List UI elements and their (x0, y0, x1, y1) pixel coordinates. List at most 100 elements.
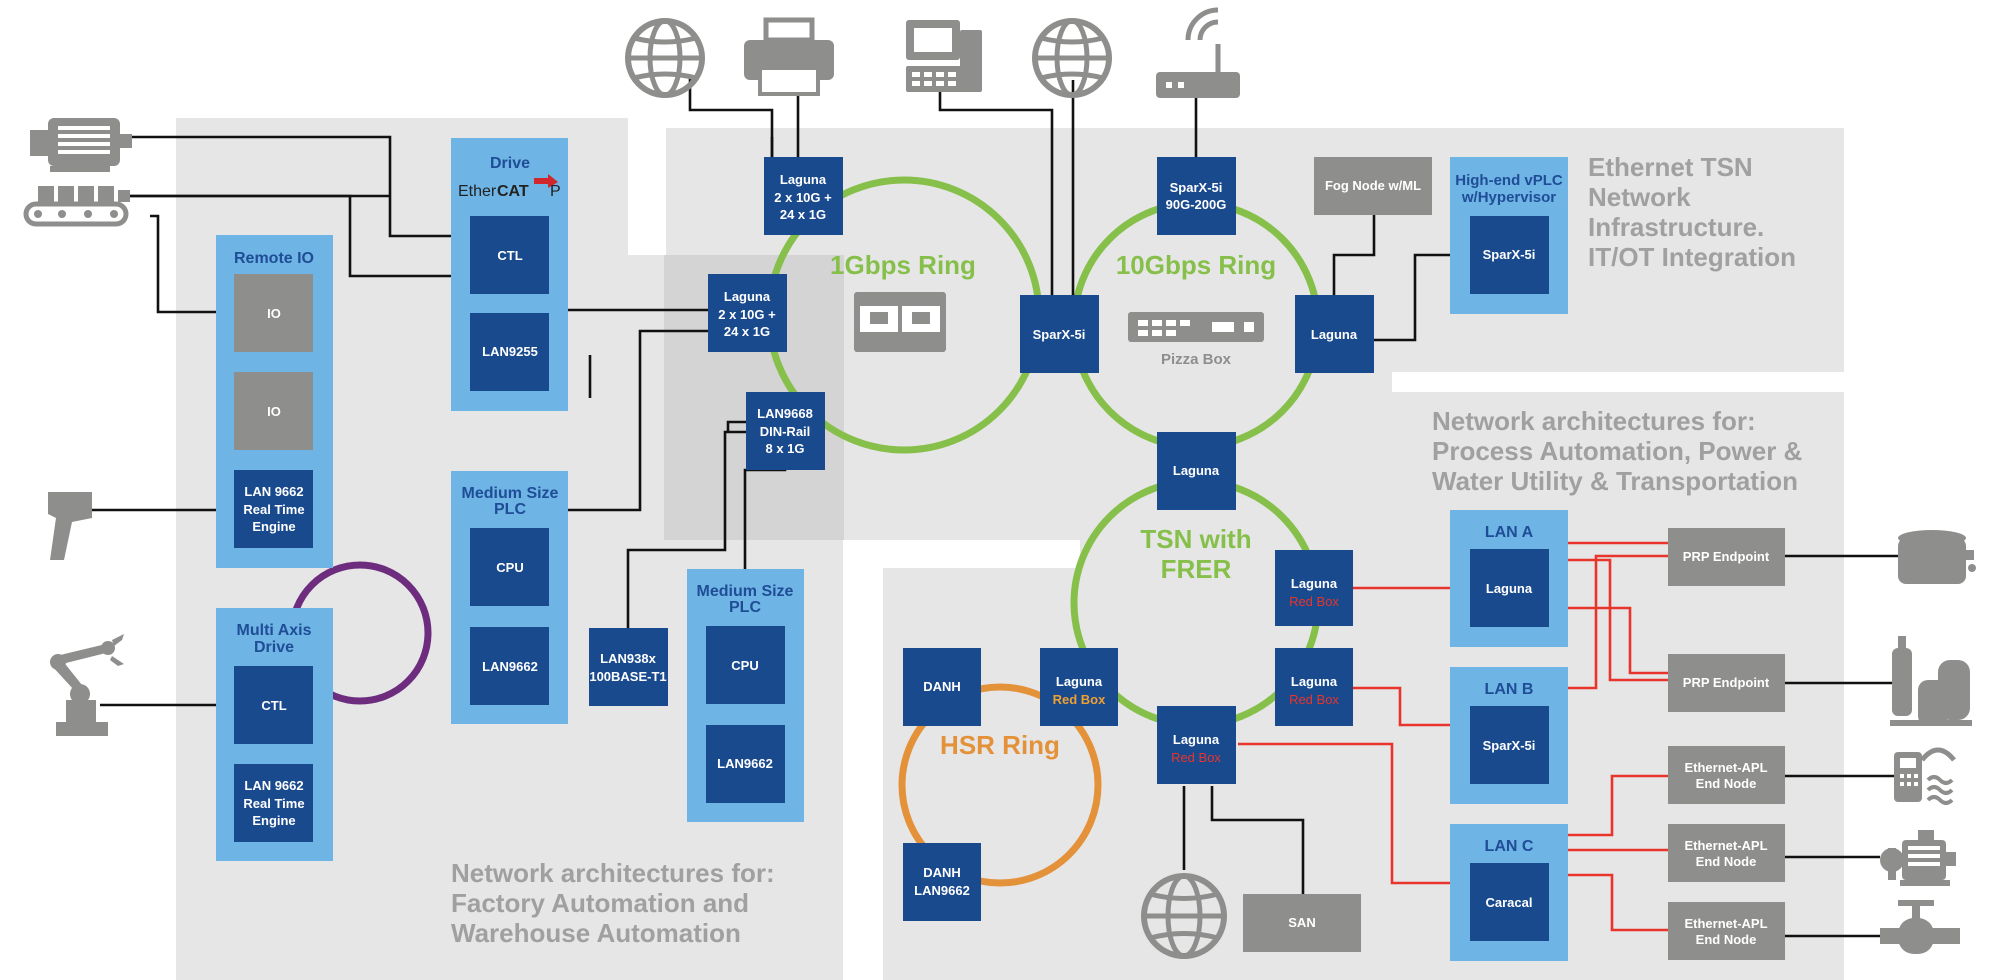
apl-end-node-2[interactable]: Ethernet-APL End Node (1668, 824, 1785, 882)
red-box-3[interactable]: Laguna Red Box (1157, 706, 1236, 784)
red-box-1[interactable]: Laguna Red Box (1275, 550, 1353, 626)
red-box-2[interactable]: Laguna Red Box (1275, 648, 1353, 726)
laguna-top-line1: Laguna (780, 172, 827, 187)
laguna-tsn-switch[interactable]: Laguna (1157, 432, 1236, 510)
plc2-title-line1: Medium Size (697, 583, 794, 600)
danh2-line2: LAN9662 (914, 883, 970, 898)
factory-title-line1: Network architectures for: (451, 858, 775, 888)
apl-end-node-1[interactable]: Ethernet-APL End Node (1668, 746, 1785, 804)
ring-hsr (898, 683, 1102, 887)
vplc-title-line2: w/Hypervisor (1461, 189, 1556, 206)
lan9668-line3: 8 x 1G (765, 441, 804, 456)
danh-node[interactable]: DANH (903, 648, 981, 726)
danh2-box (903, 843, 981, 921)
apl-end-node-3[interactable]: Ethernet-APL End Node (1668, 902, 1785, 960)
sparx-center-switch[interactable]: SparX-5i (1020, 295, 1099, 373)
laguna-tsn-label: Laguna (1173, 463, 1220, 478)
hsr-ring-label: HSR Ring (940, 730, 1060, 760)
lan-a-panel[interactable]: LAN A Laguna (1450, 510, 1568, 647)
laguna-top-box (764, 157, 843, 235)
prp2-label: PRP Endpoint (1683, 675, 1770, 690)
vplc-device[interactable]: High-end vPLC w/Hypervisor SparX-5i (1450, 157, 1568, 314)
lan-b-inner-box (1470, 706, 1549, 784)
red-box-1-line1: Laguna (1291, 576, 1338, 591)
lan9668-device[interactable]: LAN9668 DIN-Rail 8 x 1G (746, 392, 825, 470)
lan-a-inner-box (1470, 549, 1549, 627)
lan938x-device[interactable]: LAN938x 100BASE-T1 (589, 628, 668, 706)
lan-a-title: LAN A (1485, 524, 1534, 541)
laguna-mid-line1: Laguna (724, 289, 771, 304)
apl1-line1: Ethernet-APL (1684, 760, 1767, 775)
lan-c-panel[interactable]: LAN C Caracal (1450, 824, 1568, 961)
vplc-inner-box (1470, 216, 1549, 294)
mad-lan-line1: LAN 9662 (244, 778, 303, 793)
ethercat-logo-part2: CAT (497, 183, 529, 200)
laguna-mid-switch[interactable]: Laguna 2 x 10G + 24 x 1G (708, 274, 787, 352)
red-box-2-box (1275, 648, 1353, 726)
laguna-right-switch[interactable]: Laguna (1295, 295, 1374, 373)
sparx-top-switch[interactable]: SparX-5i 90G-200G (1157, 157, 1236, 235)
robot-arm-icon (50, 634, 124, 736)
mad-ctl-box (234, 666, 313, 744)
red-box-2-line1: Laguna (1291, 674, 1338, 689)
multi-axis-title-line1: Multi Axis (237, 622, 312, 639)
region-titles: Network architectures for: Factory Autom… (451, 152, 1802, 948)
lan-b-panel[interactable]: LAN B SparX-5i (1450, 667, 1568, 804)
motor-icon (30, 118, 132, 172)
printer-icon (744, 17, 834, 96)
fog-node[interactable]: Fog Node w/ML (1314, 157, 1432, 215)
sparx-top-line2: 90G-200G (1166, 197, 1227, 212)
red-box-1-box (1275, 550, 1353, 626)
red-box-2-line2: Red Box (1289, 692, 1339, 707)
laguna-mid-line3: 24 x 1G (724, 324, 770, 339)
globe-icon (1141, 873, 1227, 959)
rio-lan-line2: Real Time (243, 502, 304, 517)
multi-axis-title-line2: Drive (254, 639, 294, 656)
ethercat-logo-part1: Ether (458, 183, 497, 200)
prp1-box (1668, 528, 1785, 586)
drive-lan-box (470, 313, 549, 391)
globe-icon (1032, 18, 1112, 98)
red-box-hsr-box (1040, 648, 1118, 726)
medium-plc-2[interactable]: Medium Size PLC CPU LAN9662 (687, 569, 804, 822)
ring-1gbps-label: 1Gbps Ring (830, 250, 976, 280)
drive-device[interactable]: Drive Ether CAT P CTL LAN9255 (451, 138, 568, 411)
lan-b-inner-label: SparX-5i (1483, 738, 1536, 753)
fog-node-label: Fog Node w/ML (1325, 178, 1421, 193)
san-node[interactable]: SAN (1243, 894, 1361, 952)
rio-lan-line3: Engine (252, 519, 295, 534)
prp1-label: PRP Endpoint (1683, 549, 1770, 564)
io-label-1: IO (267, 306, 281, 321)
switch-illustration-icon (854, 292, 946, 352)
danh-lan9662-node[interactable]: DANH LAN9662 (903, 843, 981, 921)
apl2-line1: Ethernet-APL (1684, 838, 1767, 853)
factory-title-line2: Factory Automation and (451, 888, 749, 918)
plc1-lan-label: LAN9662 (482, 659, 538, 674)
prp-endpoint-2[interactable]: PRP Endpoint (1668, 654, 1785, 712)
prp-endpoint-1[interactable]: PRP Endpoint (1668, 528, 1785, 586)
process-title-line3: Water Utility & Transportation (1432, 466, 1798, 496)
red-box-3-line2: Red Box (1171, 750, 1221, 765)
globe-icon (625, 18, 705, 98)
plc1-cpu-label: CPU (496, 560, 523, 575)
red-box-hsr-line1: Laguna (1056, 674, 1103, 689)
prp2-box (1668, 654, 1785, 712)
apl3-line1: Ethernet-APL (1684, 916, 1767, 931)
lan-a-inner-label: Laguna (1486, 581, 1533, 596)
drive-lan-label: LAN9255 (482, 344, 538, 359)
red-box-hsr[interactable]: Laguna Red Box (1040, 648, 1118, 726)
mad-lan-line2: Real Time (243, 796, 304, 811)
laguna-mid-line2: 2 x 10G + (718, 307, 776, 322)
valve-icon (1880, 900, 1960, 954)
remote-io-device[interactable]: Remote IO IO IO LAN 9662 Real Time Engin… (216, 235, 333, 568)
sparx-center-label: SparX-5i (1033, 327, 1086, 342)
tsn-title-line4: IT/OT Integration (1588, 242, 1796, 272)
lan-b-title: LAN B (1485, 681, 1534, 698)
process-title-line1: Network architectures for: (1432, 406, 1756, 436)
mad-ctl-label: CTL (261, 698, 286, 713)
laguna-top-line3: 24 x 1G (780, 207, 826, 222)
medium-plc-1[interactable]: Medium Size PLC CPU LAN9662 (451, 471, 568, 724)
multi-axis-drive-device[interactable]: Multi Axis Drive CTL LAN 9662 Real Time … (216, 608, 333, 861)
laguna-top-switch[interactable]: Laguna 2 x 10G + 24 x 1G (764, 157, 843, 235)
